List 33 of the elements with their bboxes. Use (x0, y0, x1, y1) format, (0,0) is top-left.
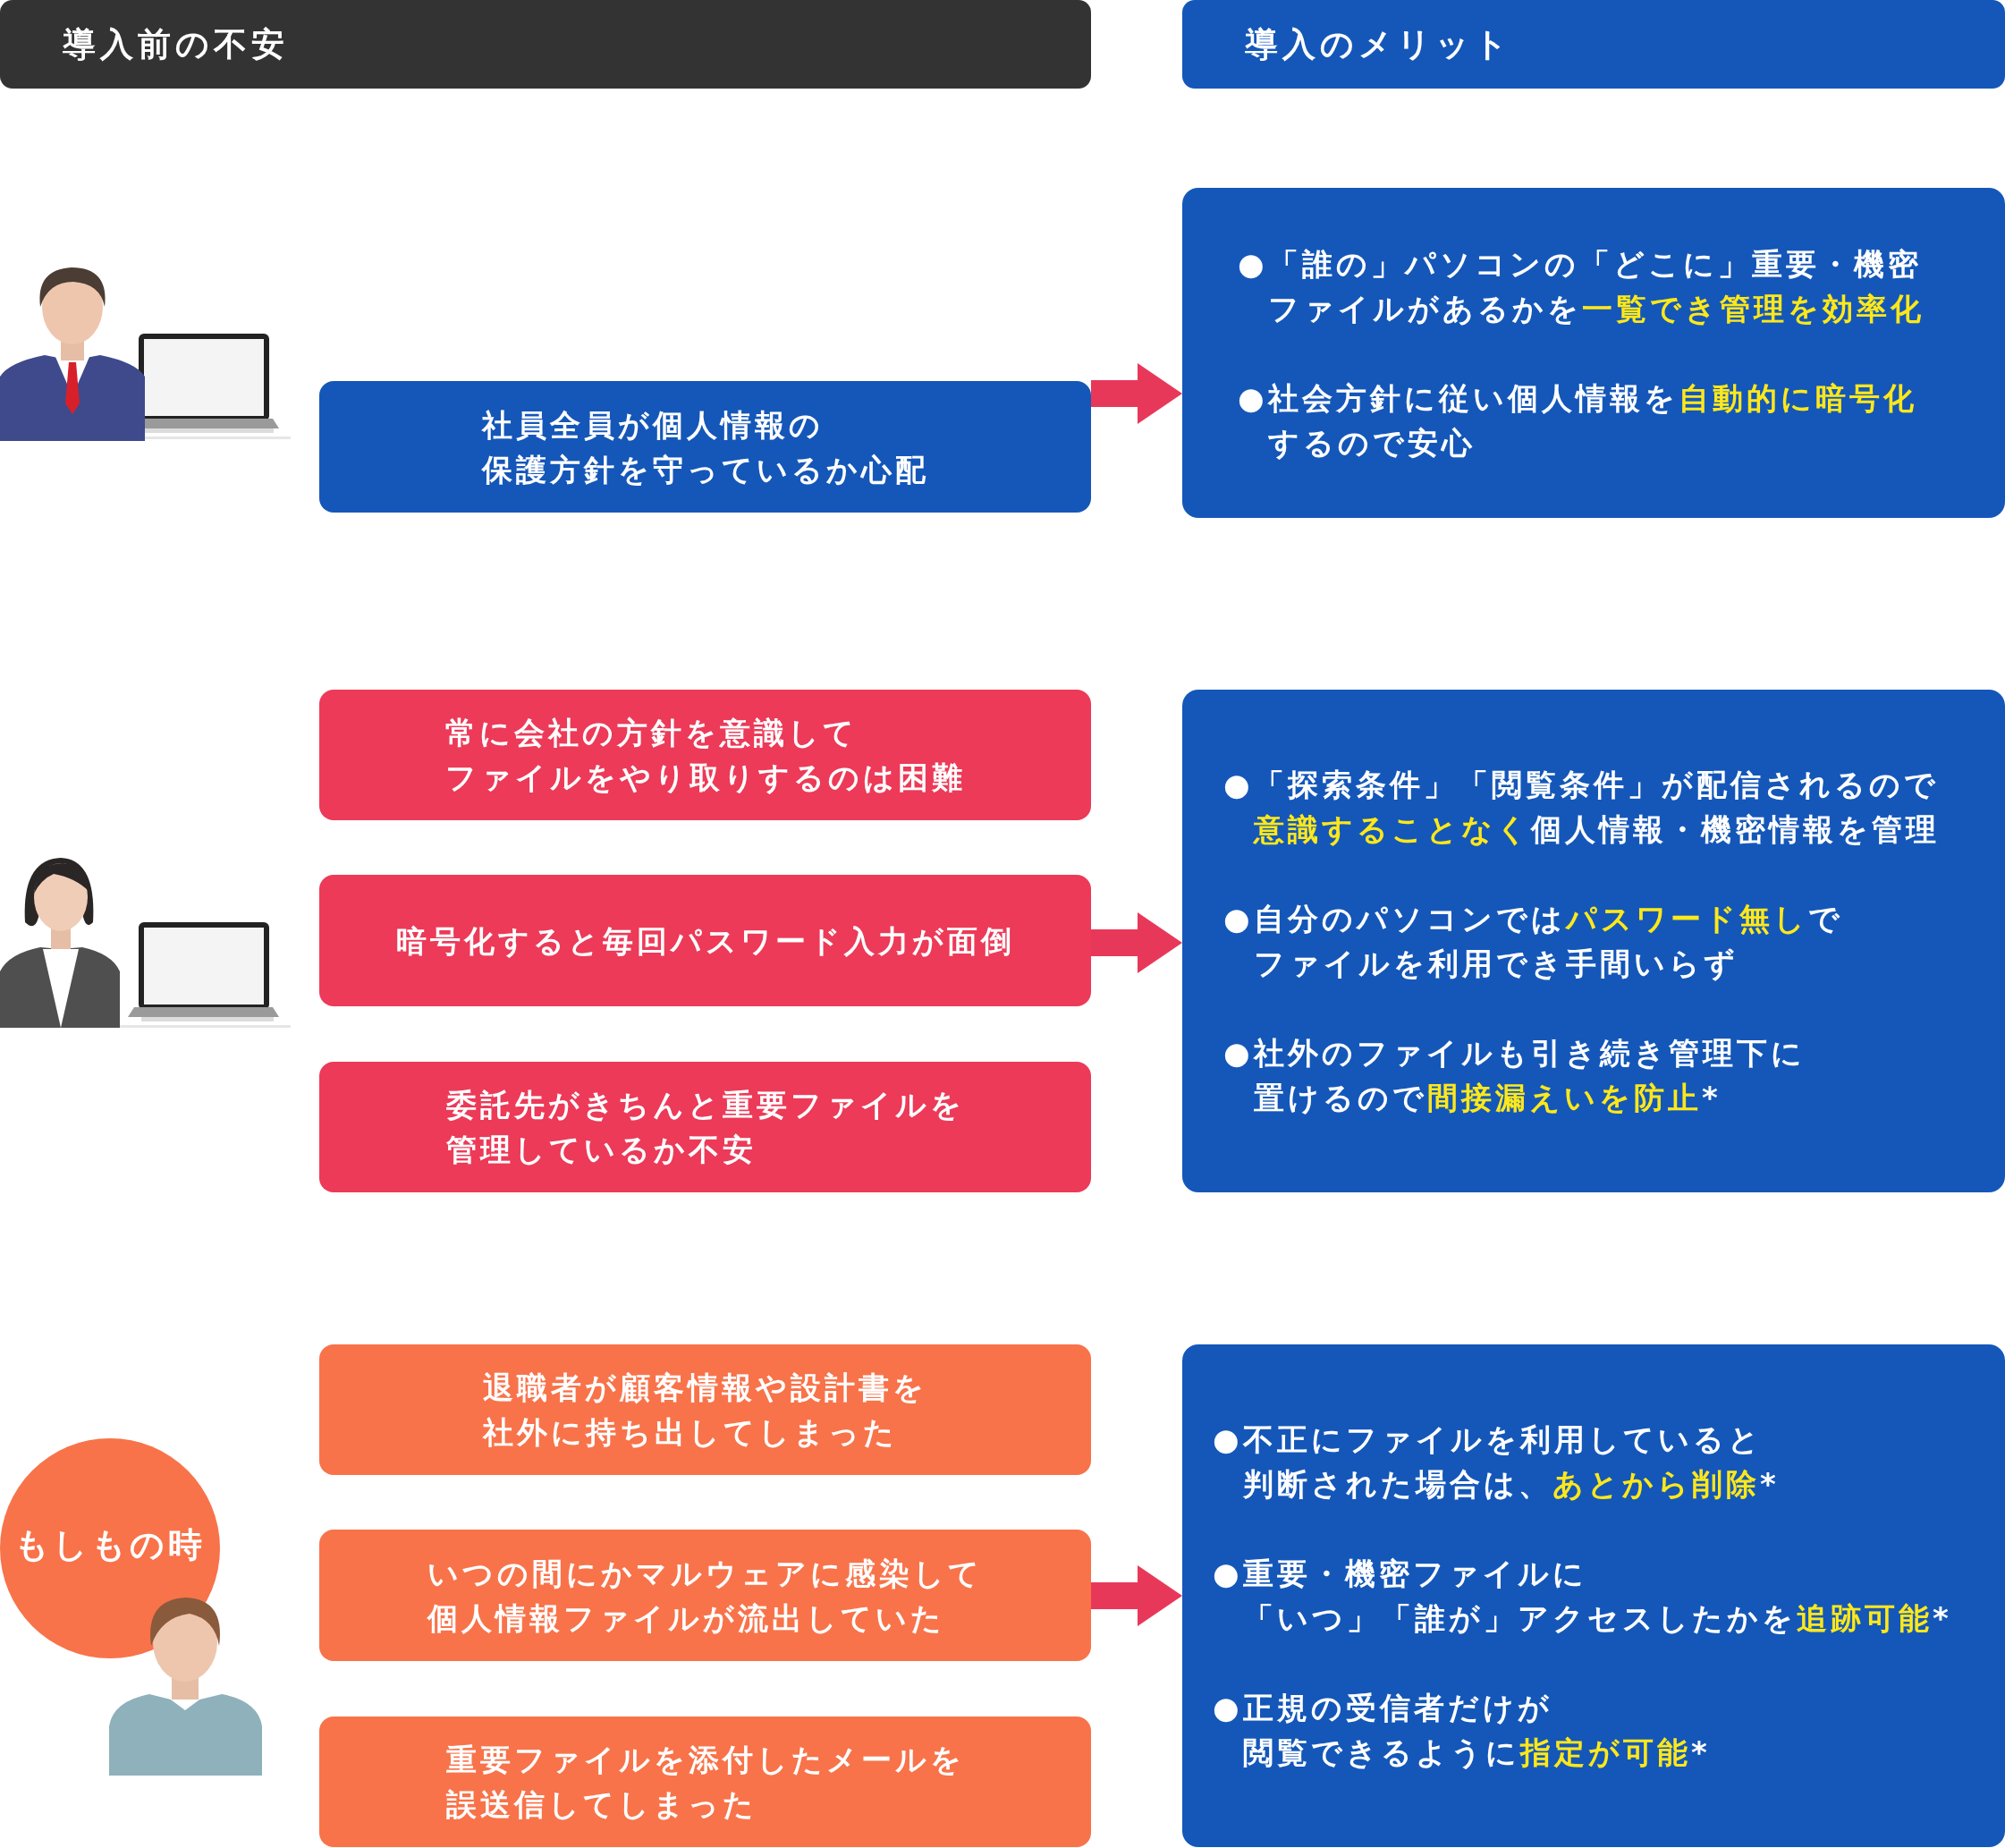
merit-text: ●「探索条件」「閲覧条件」が配信されるので意識することなく個人情報・機密情報を管理 (1223, 766, 1941, 849)
concern-box (319, 690, 1091, 820)
concern-text: 退職者が顧客情報や設計書を社外に持ち出してしまった (483, 1369, 927, 1452)
concern-text: いつの間にかマルウェアに感染して個人情報ファイルが流出していた (427, 1554, 983, 1638)
merit-panel (1182, 1344, 2005, 1847)
arrow (1091, 912, 1182, 973)
header-title: 導入のメリット (1245, 23, 1512, 65)
merit-text: ●「誰の」パソコンの「どこに」重要・機密ファイルがあるかを一覧でき管理を効率化 (1238, 244, 1925, 328)
circle-label: もしもの時 (14, 1523, 206, 1566)
merit-text: ●社会方針に従い個人情報を自動的に暗号化するので安心 (1238, 378, 1918, 462)
concern-box (319, 1344, 1091, 1475)
section-header (1182, 0, 2005, 89)
concern-box (319, 1717, 1091, 1847)
arrow (1091, 363, 1182, 424)
arrow (1091, 1565, 1182, 1626)
merit-text: ●正規の受信者だけが閲覧できるように指定が可能* (1213, 1689, 1712, 1772)
merit-text: ●自分のパソコンではパスワード無しでファイルを利用でき手間いらず (1223, 900, 1844, 983)
concern-text: 暗号化すると毎回パスワード入力が面倒 (395, 921, 1015, 961)
concern-box (319, 875, 1091, 1006)
merit-panel (1182, 690, 2005, 1192)
concern-box (319, 381, 1091, 513)
concern-text: 委託先がきちんと重要ファイルを管理しているか不安 (445, 1086, 965, 1169)
header-title: 導入前の不安 (63, 23, 289, 65)
concern-box (319, 1062, 1091, 1192)
concern-box (319, 1530, 1091, 1661)
concern-text: 常に会社の方針を意識してファイルをやり取りするのは困難 (444, 714, 966, 797)
concern-text: 重要ファイルを添付したメールを誤送信してしまった (445, 1741, 965, 1824)
merit-text: ●不正にファイルを利用していると判断された場合は、あとから削除* (1213, 1420, 1781, 1504)
merit-text: ●重要・機密ファイルに「いつ」「誰が」アクセスしたかを追跡可能* (1213, 1555, 1953, 1638)
merit-panel (1182, 188, 2005, 518)
merit-text: ●社外のファイルも引き続き管理下に置けるので間接漏えいを防止* (1223, 1034, 1806, 1117)
section-header (0, 0, 1091, 89)
concern-text: 社員全員が個人情報の保護方針を守っているか心配 (481, 405, 929, 489)
